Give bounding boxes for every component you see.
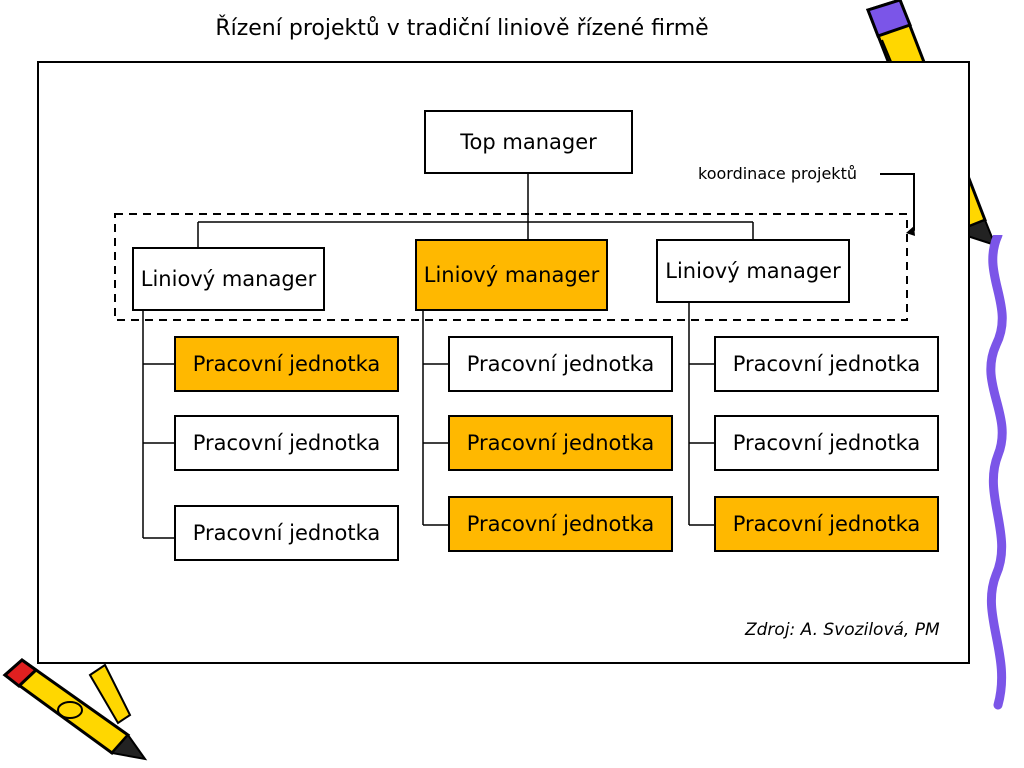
work-unit-box: Pracovní jednotka xyxy=(174,505,399,561)
work-unit-box: Pracovní jednotka xyxy=(448,415,673,471)
work-unit-label: Pracovní jednotka xyxy=(732,430,921,455)
line-manager-box-3: Liniový manager xyxy=(656,239,850,303)
work-unit-label: Pracovní jednotka xyxy=(192,351,381,376)
purple-squiggle-icon xyxy=(986,235,1007,710)
top-manager-label: Top manager xyxy=(460,129,597,154)
work-unit-box: Pracovní jednotka xyxy=(174,415,399,471)
work-unit-box: Pracovní jednotka xyxy=(448,336,673,392)
work-unit-label: Pracovní jednotka xyxy=(466,430,655,455)
work-unit-box: Pracovní jednotka xyxy=(174,336,399,392)
page-title: Řízení projektů v tradiční liniově řízen… xyxy=(215,16,709,41)
work-unit-box: Pracovní jednotka xyxy=(448,496,673,552)
source-citation: Zdroj: A. Svozilová, PM xyxy=(745,620,940,640)
work-unit-label: Pracovní jednotka xyxy=(732,511,921,536)
work-unit-box: Pracovní jednotka xyxy=(714,496,939,552)
work-unit-label: Pracovní jednotka xyxy=(732,351,921,376)
work-unit-label: Pracovní jednotka xyxy=(192,520,381,545)
work-unit-label: Pracovní jednotka xyxy=(466,511,655,536)
coordination-dashed-box xyxy=(114,213,908,321)
line-manager-label: Liniový manager xyxy=(423,262,600,287)
line-manager-box-1: Liniový manager xyxy=(132,247,325,311)
work-unit-label: Pracovní jednotka xyxy=(466,351,655,376)
top-manager-box: Top manager xyxy=(424,110,633,174)
work-unit-label: Pracovní jednotka xyxy=(192,430,381,455)
line-manager-box-2: Liniový manager xyxy=(415,239,608,311)
line-manager-label: Liniový manager xyxy=(140,266,317,291)
pencil-bottom-left-icon xyxy=(2,658,148,761)
work-unit-box: Pracovní jednotka xyxy=(714,336,939,392)
line-manager-label: Liniový manager xyxy=(665,258,841,283)
work-unit-box: Pracovní jednotka xyxy=(714,415,939,471)
coordination-label: koordinace projektů xyxy=(698,164,857,183)
